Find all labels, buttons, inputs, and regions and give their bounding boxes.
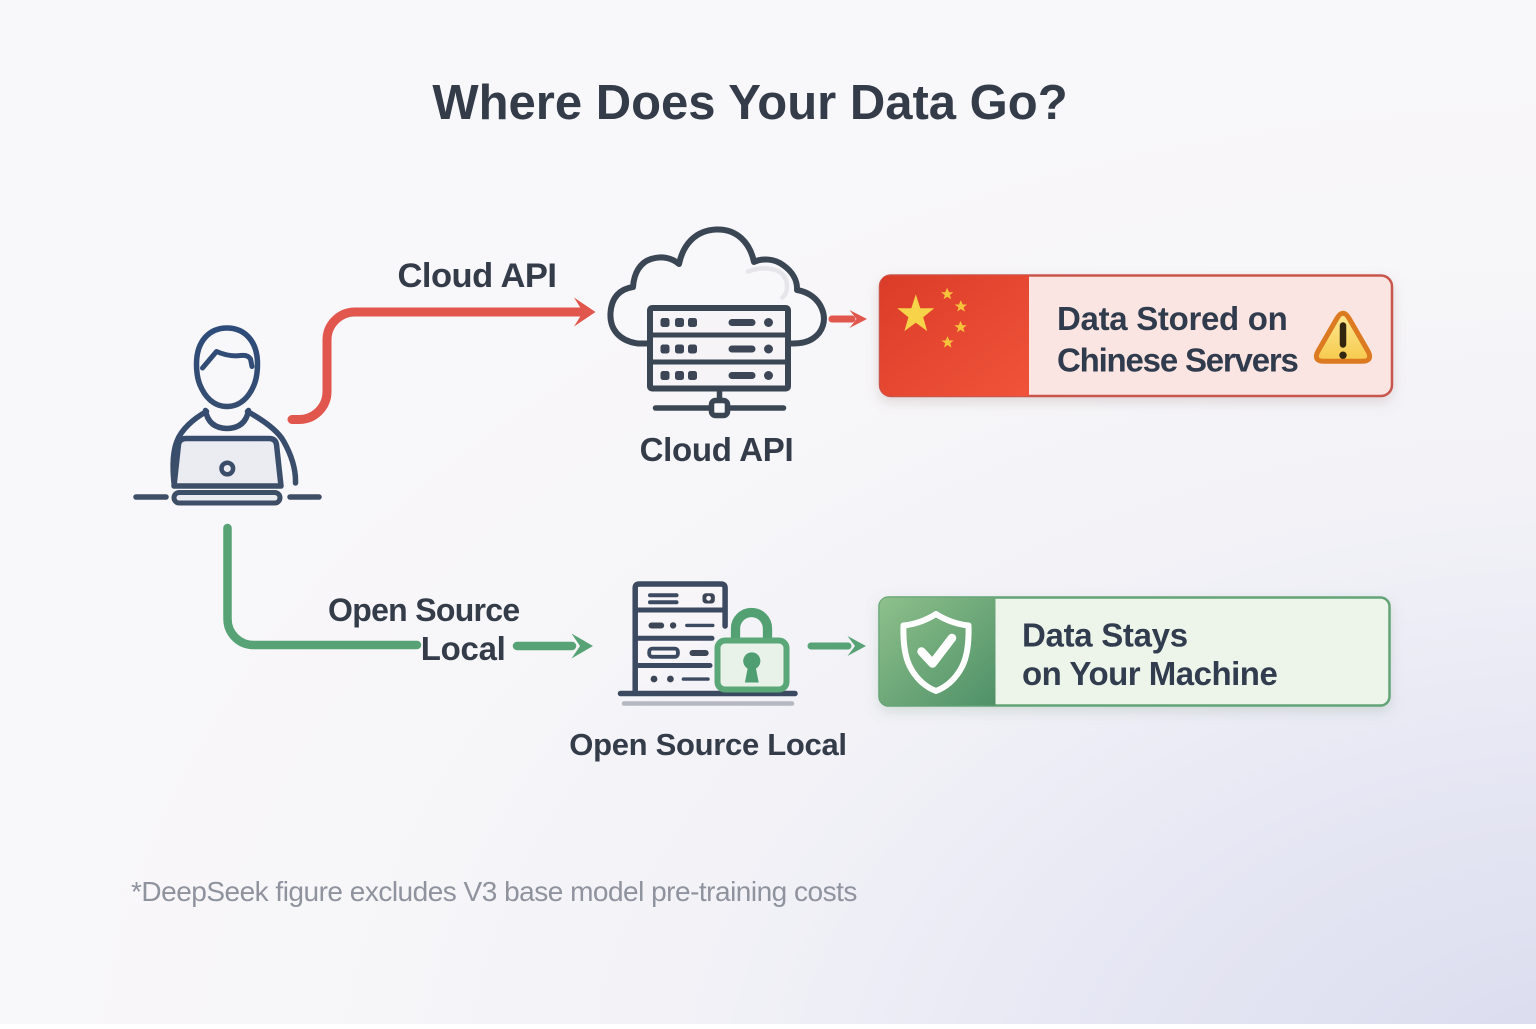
svg-text:Open Source: Open Source [328, 592, 519, 628]
svg-text:Where Does Your Data Go?: Where Does Your Data Go? [432, 76, 1067, 130]
svg-text:on Your Machine: on Your Machine [1022, 655, 1277, 692]
svg-text:Chinese Servers: Chinese Servers [1057, 342, 1298, 379]
svg-text:Open Source Local: Open Source Local [569, 727, 846, 762]
svg-text:Data Stored on: Data Stored on [1057, 300, 1288, 337]
svg-text:Cloud API: Cloud API [397, 257, 556, 295]
svg-text:Cloud API: Cloud API [640, 431, 794, 468]
svg-text:Data Stays: Data Stays [1022, 617, 1188, 654]
svg-text:*DeepSeek figure excludes V3 b: *DeepSeek figure excludes V3 base model … [131, 876, 857, 907]
svg-text:Local: Local [421, 630, 506, 667]
